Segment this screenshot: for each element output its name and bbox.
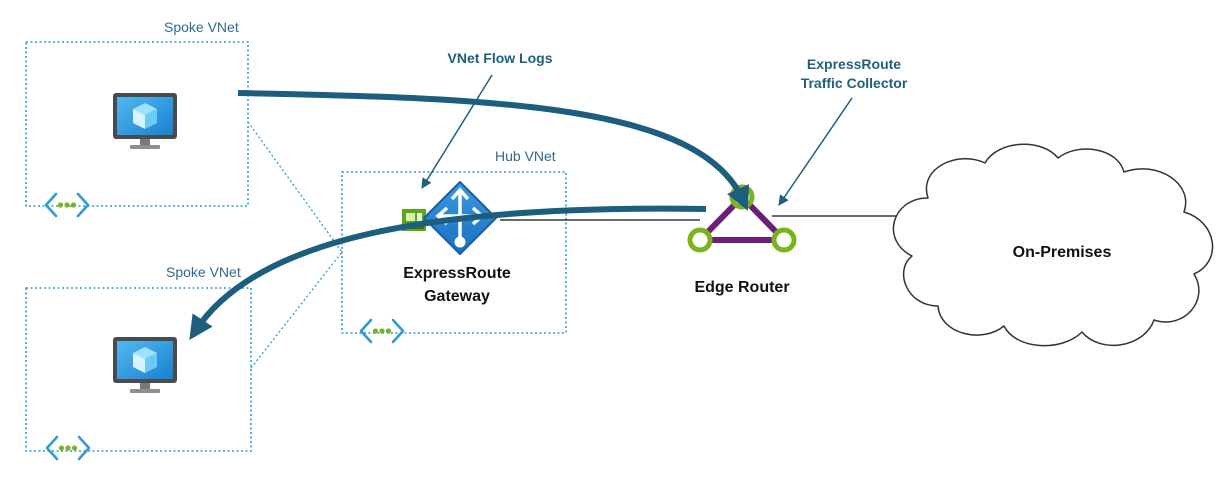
virtual-machine-icon-top: [113, 93, 177, 149]
on-premises-label: On-Premises: [1012, 244, 1112, 261]
collector-callout-line2: Traffic Collector: [800, 75, 908, 91]
collector-callout-line1: ExpressRoute: [806, 56, 902, 72]
flow-logs-callout-arrow: [421, 74, 493, 189]
gateway-label-line1: ExpressRoute: [403, 265, 511, 282]
spoke-vnet-bottom-box: [25, 287, 252, 452]
edge-router-label: Edge Router: [694, 279, 790, 296]
hub-vnet-label: Hub VNet: [495, 148, 556, 164]
spoke-vnet-top-box: [25, 41, 249, 207]
expressroute-gateway-icon: [423, 181, 497, 255]
vnet-peering-icon-top: [44, 192, 90, 218]
gateway-label-line2: Gateway: [424, 288, 490, 305]
peering-line-bottom: [250, 251, 343, 369]
collector-callout-arrow: [778, 97, 853, 206]
hub-vnet-box: [341, 171, 567, 334]
on-premises-cloud-icon: [892, 143, 1214, 347]
spoke-vnet-bottom-label: Spoke VNet: [166, 264, 241, 280]
flow-arrow-spoke-to-router: [237, 90, 749, 211]
spoke-vnet-top-label: Spoke VNet: [164, 19, 239, 35]
flow-arrow-router-to-spoke: [189, 205, 707, 341]
flow-logs-callout: VNet Flow Logs: [447, 50, 553, 66]
peering-line-top: [247, 121, 343, 253]
virtual-machine-icon-bottom: [113, 337, 177, 393]
vnet-peering-icon-bottom: [45, 435, 91, 461]
vnet-peering-icon-hub: [359, 318, 405, 344]
